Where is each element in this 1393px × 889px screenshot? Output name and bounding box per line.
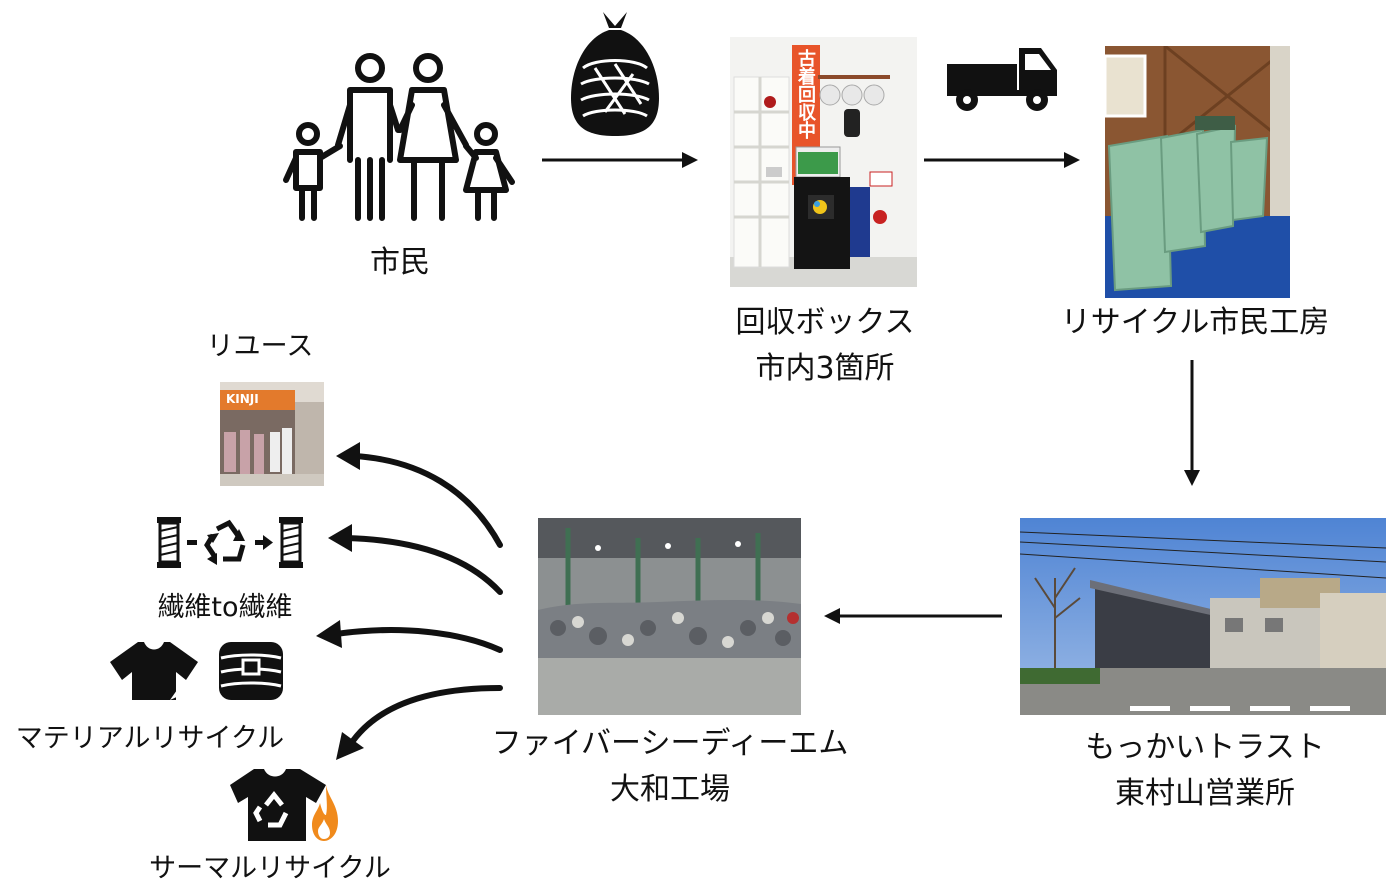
arrow-to-material	[333, 627, 503, 653]
collection-sign: 古着回収中	[795, 49, 816, 139]
workshop-label: リサイクル市民工房	[1060, 305, 1330, 340]
mokkai-label-2: 東村山営業所	[1115, 776, 1295, 811]
citizens-label: 市民	[370, 245, 430, 280]
truck-icon	[945, 42, 1060, 114]
reuse-store-photo: KINJI	[220, 382, 324, 486]
fiber-to-fiber-label: 繊維to繊維	[157, 592, 293, 623]
arrow-to-reuse	[351, 453, 503, 548]
fiber-plant-photo	[538, 518, 801, 715]
flow-arrow-box-to-workshop	[922, 150, 1082, 170]
collection-box-photo: 古着回収中	[730, 37, 917, 287]
material-recycle-label: マテリアルリサイクル	[15, 723, 285, 754]
flame-icon	[310, 783, 340, 843]
fiber-label-2: 大和工場	[610, 772, 730, 807]
workshop-photo	[1105, 46, 1290, 298]
clothing-bag-icon	[565, 8, 665, 138]
fiber-label-1: ファイバーシーディーエム	[491, 726, 849, 761]
collection-box-label-1: 回収ボックス	[735, 305, 915, 340]
fiber-to-fiber-icons	[155, 515, 305, 570]
flow-arrow-workshop-to-mokkai	[1182, 358, 1202, 488]
family-icon	[280, 50, 520, 225]
thermal-recycle-label: サーマルリサイクル	[149, 853, 391, 884]
output-arrows	[300, 430, 520, 770]
flow-arrow-citizens-to-box	[540, 150, 700, 170]
arrow-to-fiber-to-fiber	[343, 535, 503, 595]
reuse-label: リユース	[206, 331, 314, 362]
reuse-store-sign: KINJI	[226, 392, 259, 406]
flow-arrow-mokkai-to-fiber	[822, 606, 1004, 626]
arrow-to-thermal	[347, 685, 503, 748]
shirt-icon	[108, 640, 200, 702]
collection-box-label-2: 市内3箇所	[755, 351, 895, 386]
folded-clothes-icon	[217, 640, 285, 702]
thermal-shirt-icon	[230, 765, 340, 845]
mokkai-trust-photo	[1020, 518, 1386, 715]
mokkai-label-1: もっかいトラスト	[1085, 730, 1325, 765]
spool-icon	[157, 517, 181, 568]
